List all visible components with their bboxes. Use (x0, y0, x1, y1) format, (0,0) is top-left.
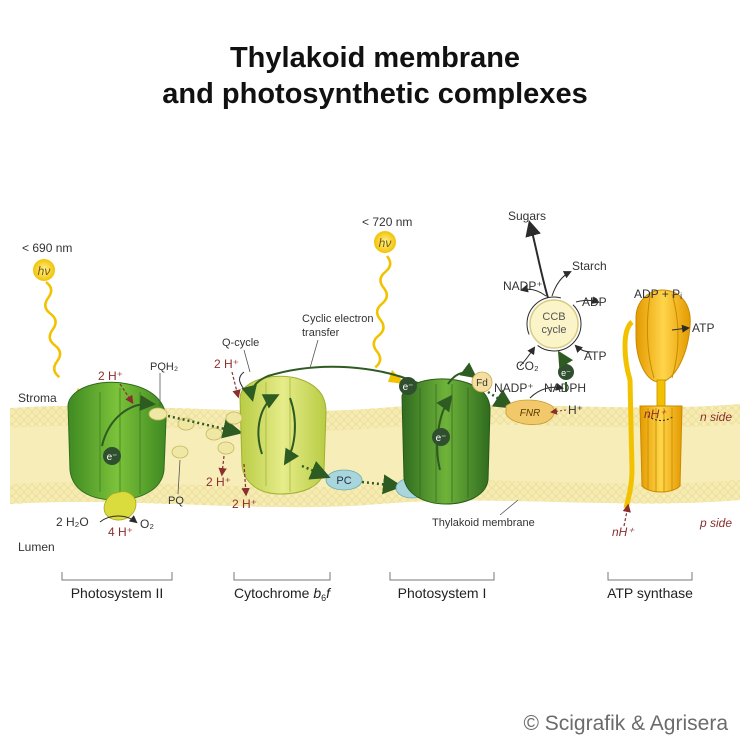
photon-icon-psii: hν (33, 259, 55, 281)
ccb-label-2: cycle (541, 324, 566, 336)
ccb-cycle: CCB cycle e⁻ (519, 220, 600, 392)
atp-ccb-label: ATP (584, 349, 606, 363)
pq-label: PQ (168, 495, 184, 507)
light-ray-psi (372, 255, 406, 384)
svg-text:hν: hν (38, 264, 51, 278)
n-side-label: n side (700, 410, 732, 424)
psii-wavelength-label: < 690 nm (22, 241, 72, 255)
stroma-label: Stroma (18, 391, 57, 405)
atp-synthase-complex (622, 289, 691, 509)
svg-text:FNR: FNR (520, 408, 541, 419)
psii-2h-label: 2 H⁺ (98, 369, 123, 383)
title-line-2: and photosynthetic complexes (162, 78, 588, 110)
nh-top-label: nH⁺ (644, 407, 667, 421)
psi-electron-top: e⁻ (403, 382, 414, 393)
cyt-2h-top-label: 2 H⁺ (214, 357, 239, 371)
nadp-fnr-label: NADP⁺ (494, 381, 534, 395)
plastoquinone-pool (148, 407, 243, 459)
ccb-label-1: CCB (542, 311, 565, 323)
adp-pi-label: ADP + Pᵢ (634, 287, 682, 301)
psi-wavelength-label: < 720 nm (362, 215, 412, 229)
diagram-title: Thylakoid membrane and photosynthetic co… (0, 40, 750, 112)
nh-bottom-label: nH⁺ (612, 525, 635, 539)
ccb-electron: e⁻ (561, 368, 571, 378)
starch-label: Starch (572, 259, 607, 273)
co2-label: CO₂ (516, 359, 539, 373)
cyclic-label-2: transfer (302, 327, 340, 339)
svg-text:PC: PC (336, 475, 351, 487)
fnr-h-label: H⁺ (568, 403, 583, 417)
svg-text:hν: hν (379, 236, 392, 250)
cyclic-label-1: Cyclic electron (302, 313, 374, 325)
psii-name: Photosystem II (71, 585, 164, 601)
lumen-label: Lumen (18, 540, 55, 554)
cytochrome-b6f-complex (217, 371, 327, 495)
photosystem-ii-complex: e⁻ (67, 381, 167, 521)
fnr-enzyme: FNR (505, 399, 555, 425)
psi-name: Photosystem I (398, 585, 487, 601)
atp-out-label: ATP (692, 321, 714, 335)
psii-electron-label: e⁻ (107, 452, 118, 463)
four-h-label: 4 H⁺ (108, 525, 133, 539)
cyt-b6f-name: Cytochrome b6f (234, 585, 332, 603)
cyt-2h-a-label: 2 H⁺ (206, 475, 231, 489)
sugars-label: Sugars (508, 209, 546, 223)
svg-text:Fd: Fd (476, 378, 488, 389)
title-line-1: Thylakoid membrane (229, 42, 521, 74)
q-cycle-label: Q-cycle (222, 337, 259, 349)
light-ray-psii (44, 281, 90, 404)
complex-labels: Photosystem II Cytochrome b6f Photosyste… (61, 572, 693, 603)
water-label: 2 H₂O (56, 515, 89, 529)
pqh2-label: PQH₂ (150, 361, 178, 373)
atp-synthase-name: ATP synthase (607, 585, 693, 601)
adp-ccb-label: ADP (582, 295, 607, 309)
psi-electron-mid: e⁻ (436, 433, 447, 444)
photosystem-i-complex: e⁻ e⁻ (399, 377, 491, 505)
photon-icon-psi: hν (374, 231, 396, 253)
ferredoxin: Fd (447, 362, 515, 409)
copyright-notice: © Scigrafik & Agrisera (523, 712, 728, 735)
cyclic-electron-path (241, 365, 421, 402)
cyt-2h-b-label: 2 H⁺ (232, 497, 257, 511)
oxygen-label: O₂ (140, 517, 154, 531)
p-side-label: p side (699, 516, 732, 530)
nadp-ccb-label: NADP⁺ (503, 279, 543, 293)
membrane-label: Thylakoid membrane (432, 517, 535, 529)
